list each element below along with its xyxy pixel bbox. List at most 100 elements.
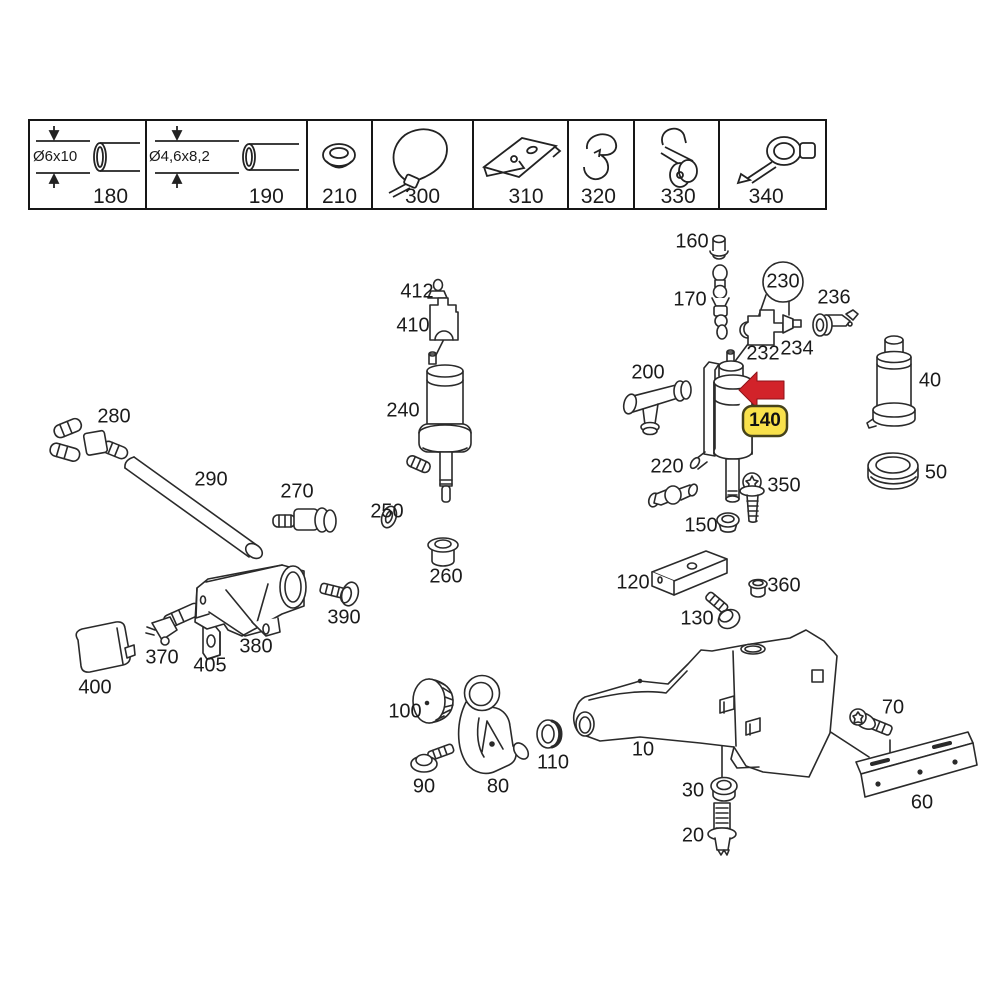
hardware-parts-table: Ø6x10 180 Ø4,6x8,2 190 — [28, 119, 827, 210]
part-250-seal-ring — [380, 505, 398, 529]
part-150-grommet — [716, 512, 740, 533]
part-label-130: 130 — [680, 607, 714, 630]
part-400-cover — [75, 621, 136, 673]
part-236-sensor — [812, 309, 859, 337]
part-label-20: 20 — [681, 824, 705, 847]
part-360-plug — [748, 578, 768, 598]
table-cell-320: 320 — [569, 121, 635, 208]
highlighted-part-label-140: 140 — [749, 410, 781, 431]
part-label-90: 90 — [412, 775, 436, 798]
part-label-50: 50 — [924, 461, 948, 484]
part-number-210: 210 — [321, 185, 358, 208]
table-cell-210: 210 — [308, 121, 373, 208]
part-170-coupling — [711, 264, 730, 340]
part-370-nozzle — [145, 602, 202, 646]
part-label-232: 232 — [746, 342, 780, 365]
part-label-30: 30 — [681, 779, 705, 802]
part-label-236: 236 — [817, 286, 851, 309]
clip-plate-icon — [482, 137, 562, 178]
part-label-240: 240 — [386, 399, 420, 422]
clip-icon — [583, 133, 618, 180]
cable-tie-icon — [388, 128, 448, 198]
part-label-230: 230 — [766, 270, 800, 293]
part-90-screw — [410, 743, 455, 773]
part-label-100: 100 — [388, 700, 422, 723]
hook-clamp-icon — [736, 136, 816, 185]
part-number-190: 190 — [248, 185, 284, 208]
part-label-270: 270 — [280, 480, 314, 503]
part-40-canister — [866, 335, 916, 429]
part-label-10: 10 — [631, 738, 655, 761]
table-cell-190: Ø4,6x8,2 190 — [147, 121, 308, 208]
part-160-plug — [709, 234, 729, 260]
table-cell-330: 330 — [635, 121, 720, 208]
part-280-cross-connector — [49, 417, 129, 462]
part-60-rail — [855, 731, 978, 798]
part-number-300: 300 — [404, 185, 441, 208]
part-label-350: 350 — [767, 474, 801, 497]
part-410-connector — [429, 297, 459, 341]
part-232-pump-holder — [739, 309, 784, 346]
highlight-badge — [741, 404, 789, 438]
part-380-support — [194, 564, 307, 637]
part-label-234: 234 — [780, 337, 814, 360]
grommet-icon — [322, 143, 356, 169]
table-cell-180: Ø6x10 180 — [30, 121, 147, 208]
part-50-sleeve — [867, 452, 919, 490]
part-number-320: 320 — [580, 185, 616, 208]
part-140-washer-pump — [689, 349, 753, 503]
part-290-hose — [124, 456, 264, 560]
part-label-370: 370 — [145, 646, 179, 669]
part-label-40: 40 — [918, 369, 942, 392]
part-80-filler-neck — [457, 674, 530, 775]
clamp-icon — [660, 127, 698, 188]
part-label-412: 412 — [400, 280, 434, 303]
part-label-80: 80 — [486, 775, 510, 798]
part-label-410: 410 — [396, 314, 430, 337]
part-number-340: 340 — [748, 185, 784, 208]
dimension-text: Ø6x10 — [33, 148, 78, 165]
part-label-290: 290 — [194, 468, 228, 491]
part-260-grommet — [427, 537, 459, 567]
part-234-damper — [782, 314, 802, 334]
part-220-check-valve — [647, 483, 699, 508]
part-label-70: 70 — [881, 696, 905, 719]
part-label-200: 200 — [631, 361, 665, 384]
part-label-260: 260 — [429, 565, 463, 588]
dimension-text: Ø4,6x8,2 — [149, 148, 210, 165]
part-130-screw — [705, 591, 741, 630]
table-cell-340: 340 — [720, 121, 825, 208]
part-number-180: 180 — [92, 185, 129, 208]
part-label-360: 360 — [767, 574, 801, 597]
table-cell-300: 300 — [373, 121, 474, 208]
part-label-250: 250 — [370, 500, 404, 523]
part-120-bracket — [651, 550, 728, 596]
part-100-cap — [412, 678, 454, 724]
part-10-reservoir — [573, 629, 838, 778]
part-240-washer-pump — [406, 351, 472, 503]
part-label-120: 120 — [616, 571, 650, 594]
part-label-380: 380 — [239, 635, 273, 658]
part-230-callout-circle — [762, 261, 804, 303]
part-label-150: 150 — [684, 514, 718, 537]
part-270-elbow — [272, 507, 337, 533]
part-number-310: 310 — [508, 185, 544, 208]
part-label-60: 60 — [910, 791, 934, 814]
part-label-400: 400 — [78, 676, 112, 699]
part-label-390: 390 — [327, 606, 361, 629]
table-cell-310: 310 — [474, 121, 569, 208]
part-label-220: 220 — [650, 455, 684, 478]
part-number-330: 330 — [660, 185, 696, 208]
part-label-280: 280 — [97, 405, 131, 428]
part-350-screw — [739, 472, 765, 523]
hose-piece-icon — [155, 126, 299, 188]
part-390-screw — [319, 581, 360, 607]
part-label-170: 170 — [673, 288, 707, 311]
part-70-screw — [849, 708, 893, 736]
part-200-t-connector — [622, 380, 692, 436]
part-30-grommet — [710, 776, 738, 802]
part-20-bolt — [707, 802, 737, 856]
part-412-check-valve — [427, 278, 448, 299]
hose-piece-icon — [36, 126, 140, 188]
